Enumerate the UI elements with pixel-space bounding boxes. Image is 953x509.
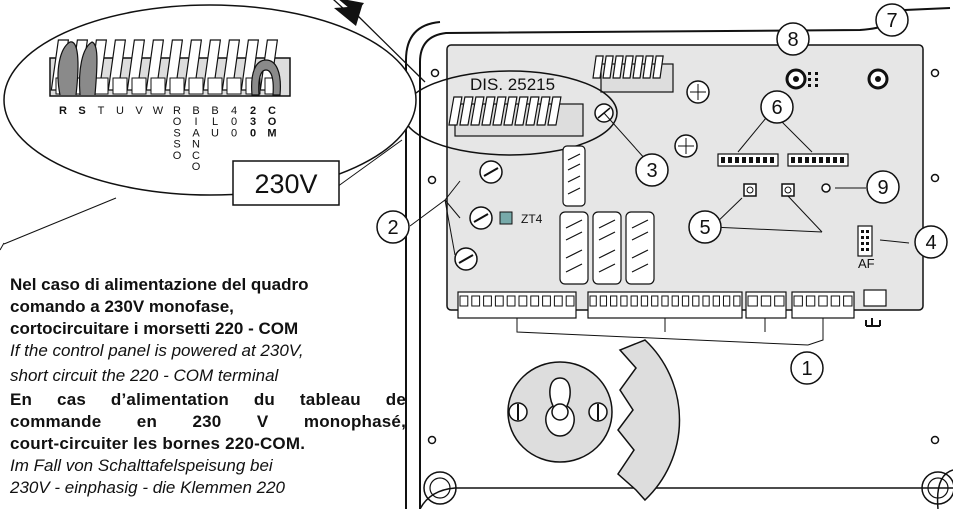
note-fr-line-1: En cas d’alimentation du tableau de <box>10 390 406 409</box>
terminal-letter: W <box>153 105 164 117</box>
note-en-line-2: short circuit the 220 - COM terminal <box>10 366 279 385</box>
note-fr-line-3: court-circuiter les bornes 220-COM. <box>10 434 306 453</box>
svg-text:6: 6 <box>771 97 782 119</box>
callout-8: 8 <box>776 22 810 56</box>
voltage-label: 230V <box>254 169 317 199</box>
terminal-letter: R <box>59 105 67 117</box>
board-screws <box>594 80 831 193</box>
pointer-arrow <box>333 0 426 83</box>
drawing-code: DIS. 25215 <box>470 75 555 94</box>
note-it-line-1: Nel caso di alimentazione del quadro <box>10 275 309 294</box>
zoom-ellipse <box>3 4 417 196</box>
voltage-box <box>232 160 340 206</box>
callout-1-leaders <box>516 318 824 346</box>
callout-markers: 1 2 3 4 5 6 7 8 9 <box>376 3 948 385</box>
terminal-letter: T <box>98 105 105 117</box>
note-fr-line-2: commande en 230 V monophasé, <box>10 412 406 431</box>
trimmer-8 <box>785 68 818 90</box>
svg-text:1: 1 <box>801 358 812 380</box>
note-de-line-1: Im Fall von Schalttafelspeisung bei <box>10 456 273 475</box>
af-label: AF <box>858 256 875 271</box>
fuses <box>454 160 513 271</box>
push-buttons <box>743 183 795 197</box>
callout-3: 3 <box>635 153 669 187</box>
power-terminal-block <box>448 96 584 137</box>
zoomed-terminal-block <box>49 39 291 97</box>
callout-7: 7 <box>875 3 909 37</box>
callout-leaders <box>409 112 910 256</box>
svg-text:3: 3 <box>646 160 657 182</box>
svg-text:5: 5 <box>699 217 710 239</box>
note-en-line-1: If the control panel is powered at 230V, <box>10 341 304 360</box>
callout-5: 5 <box>688 210 722 244</box>
note-it-line-2: comando a 230V monofase, <box>10 297 234 316</box>
callout-6: 6 <box>760 90 794 124</box>
svg-text:4: 4 <box>925 232 936 254</box>
callout-4: 4 <box>914 225 948 259</box>
relays <box>559 145 655 285</box>
note-it-line-3: cortocircuitare i morsetti 220 - COM <box>10 319 299 338</box>
callout-2: 2 <box>376 210 410 244</box>
instruction-note: Nel caso di alimentazione del quadro com… <box>10 274 406 499</box>
mounting-hole <box>921 471 953 505</box>
svg-text:7: 7 <box>886 10 897 32</box>
dip-switches <box>717 153 849 167</box>
svg-text:9: 9 <box>877 177 888 199</box>
callout-9: 9 <box>866 170 900 204</box>
af-connector <box>857 225 873 257</box>
callout-1: 1 <box>790 351 824 385</box>
enclosure-screws <box>427 68 940 445</box>
svg-text:8: 8 <box>787 29 798 51</box>
mounting-disc <box>507 339 681 502</box>
zt4-label: ZT4 <box>521 212 543 226</box>
terminal-letter: V <box>135 105 143 117</box>
note-de-line-2: 230V - einphasig - die Klemmen 220 <box>10 478 285 497</box>
terminal-cells <box>459 295 853 307</box>
top-connector <box>592 55 674 93</box>
terminal-letter: S <box>78 105 85 117</box>
zoom-leader <box>329 139 403 193</box>
terminal-letter: U <box>116 105 124 117</box>
mounting-hole <box>423 471 457 505</box>
svg-text:2: 2 <box>387 217 398 239</box>
trimmer-7 <box>867 68 889 90</box>
